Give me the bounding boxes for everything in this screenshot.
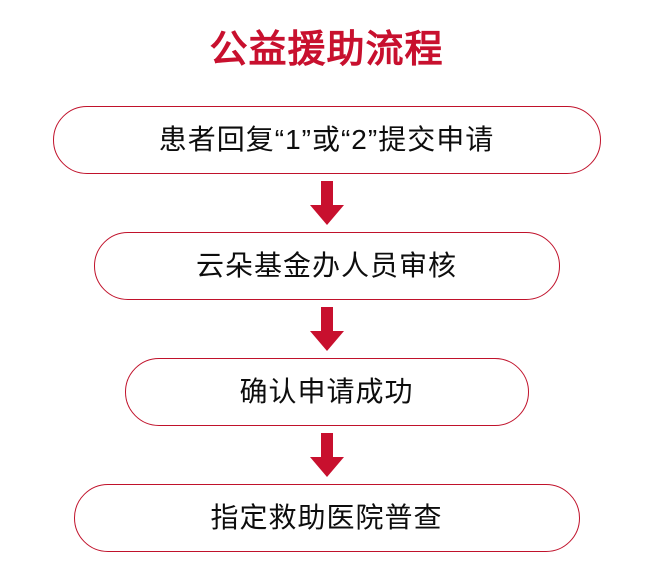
flow-node-label: 患者回复“1”或“2”提交申请	[158, 124, 495, 155]
flow-connector-1	[297, 174, 357, 232]
flow-node-step-1: 患者回复“1”或“2”提交申请	[52, 106, 601, 174]
flow-node-label: 指定救助医院普查	[210, 502, 443, 533]
flow-node-step-3: 确认申请成功	[124, 358, 529, 426]
flow-node-label: 云朵基金办人员审核	[195, 250, 457, 281]
flow-node-step-4: 指定救助医院普查	[73, 484, 580, 552]
arrow-down-icon	[309, 433, 344, 477]
page-title: 公益援助流程	[209, 29, 444, 71]
flow-node-step-2: 云朵基金办人员审核	[93, 232, 560, 300]
flow-connector-3	[297, 426, 357, 484]
arrow-down-icon	[309, 181, 344, 225]
arrow-down-icon	[309, 307, 344, 351]
flow-node-label: 确认申请成功	[239, 376, 414, 407]
flow-step-stack: 患者回复“1”或“2”提交申请 云朵基金办人员审核 确认申请成功	[0, 106, 653, 552]
flow-connector-2	[297, 300, 357, 358]
